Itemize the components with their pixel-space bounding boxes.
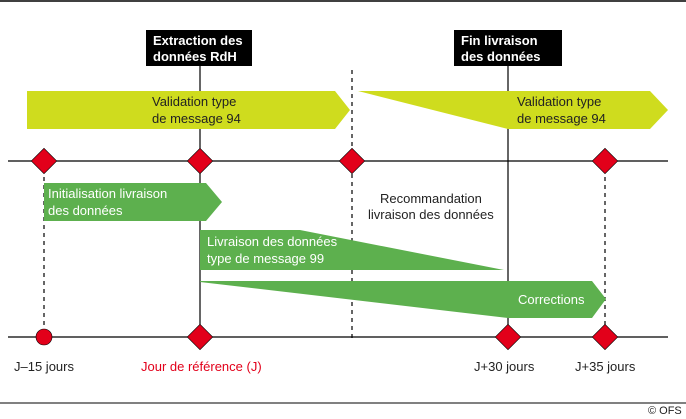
label-j-plus-30: J+30 jours (474, 359, 535, 374)
label-j-minus-15: J–15 jours (14, 359, 74, 374)
recommandation-line-2: livraison des données (368, 207, 494, 222)
diamond-lower-reference (186, 323, 214, 351)
validation-left-line-1: Validation type (152, 94, 236, 109)
recommandation-line-1: Recommandation (380, 191, 482, 206)
fin-livraison-line-1: Fin livraison (461, 33, 538, 48)
initialisation-bar: Initialisation livraison des données (44, 183, 222, 221)
corrections-bar: Corrections (200, 281, 606, 318)
livraison-99-wedge: Livraison des données type de message 99 (200, 230, 504, 270)
diamond-upper-j-plus-35 (591, 147, 619, 175)
initialisation-line-1: Initialisation livraison (48, 186, 167, 201)
circle-lower-j-minus-15 (35, 328, 53, 346)
livraison-99-line-1: Livraison des données (207, 234, 338, 249)
diamond-upper-reference (186, 147, 214, 175)
label-jour-reference: Jour de référence (J) (141, 359, 262, 374)
initialisation-line-2: des données (48, 203, 123, 218)
fin-livraison-line-2: des données (461, 49, 540, 64)
livraison-99-line-2: type de message 99 (207, 251, 324, 266)
validation-right-line-1: Validation type (517, 94, 601, 109)
extraction-header-box: Extraction des données RdH (146, 30, 252, 66)
diamond-upper-j-minus-15 (30, 147, 58, 175)
copyright: © OFS (648, 405, 682, 417)
corrections-label: Corrections (518, 292, 585, 307)
extraction-line-1: Extraction des (153, 33, 243, 48)
validation-left-line-2: de message 94 (152, 111, 241, 126)
diamond-lower-j-plus-35 (591, 323, 619, 351)
diamond-lower-j-plus-30 (494, 323, 522, 351)
fin-livraison-header-box: Fin livraison des données (454, 30, 562, 66)
extraction-line-2: données RdH (153, 49, 237, 64)
validation-bar-right: Validation type de message 94 (358, 91, 668, 129)
label-j-plus-35: J+35 jours (575, 359, 636, 374)
validation-right-line-2: de message 94 (517, 111, 606, 126)
validation-bar-left: Validation type de message 94 (27, 91, 350, 129)
diamond-upper-recommendation (338, 147, 366, 175)
